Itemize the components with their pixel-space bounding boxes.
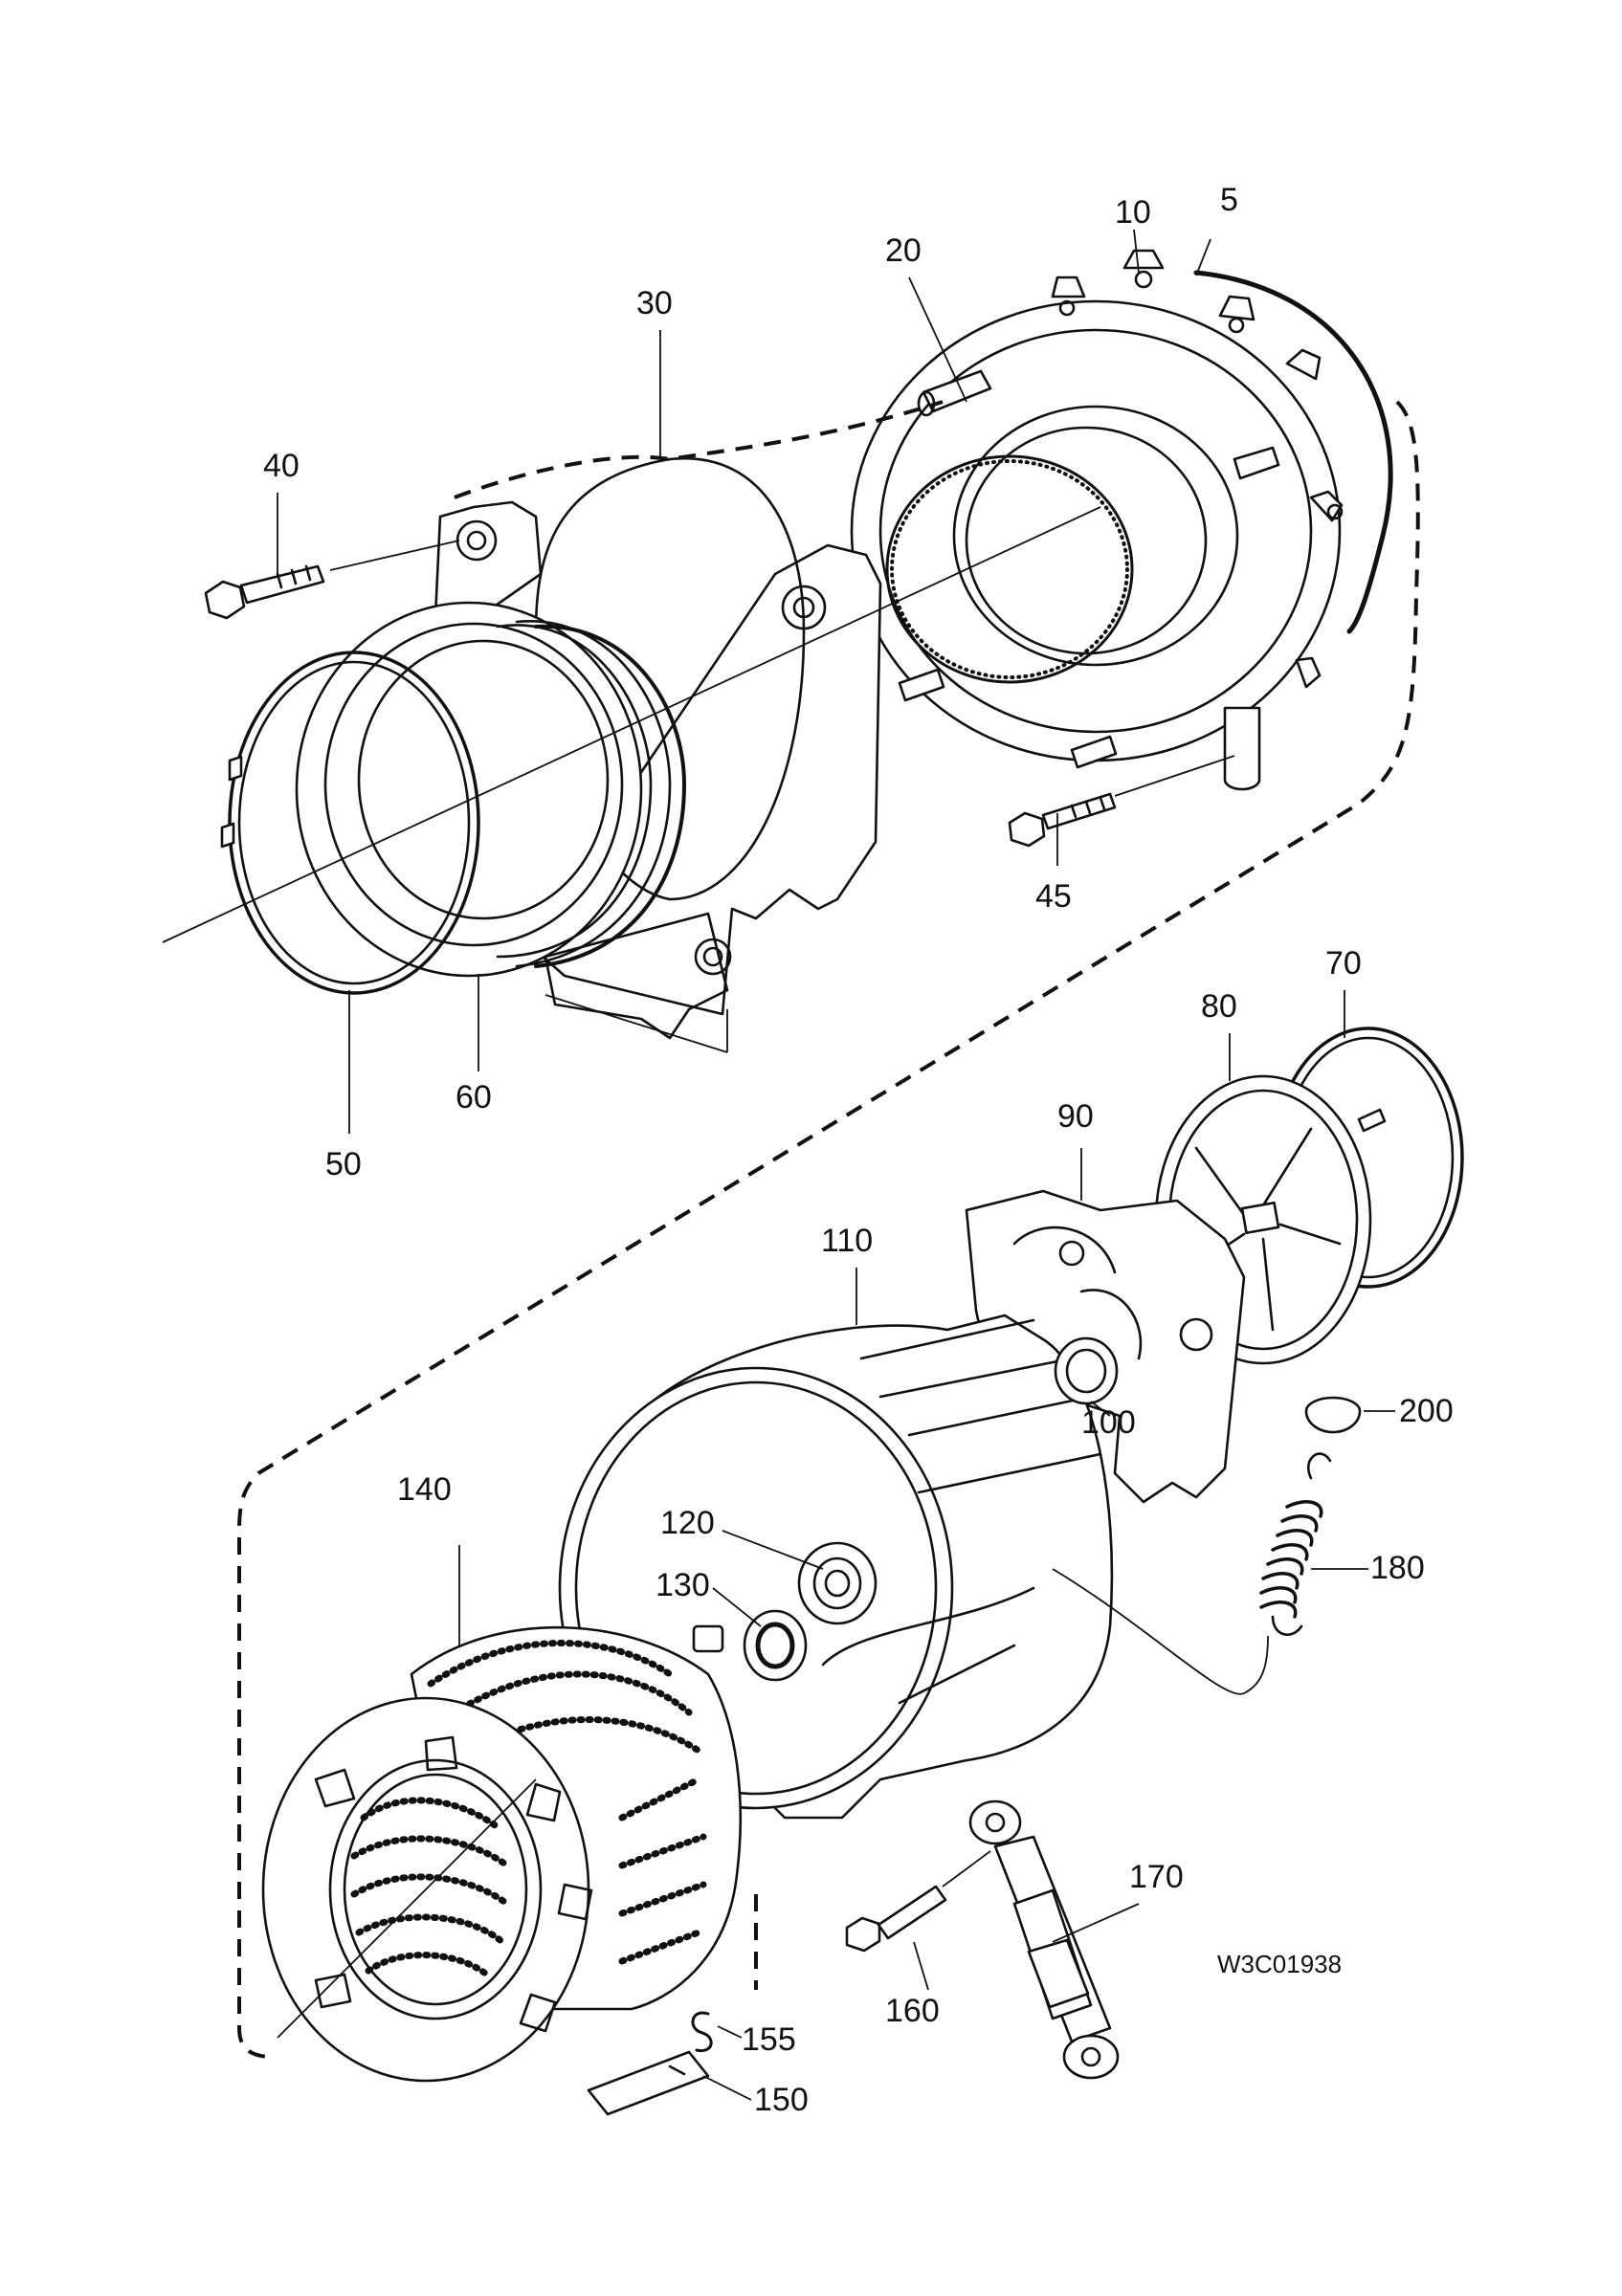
part-10-rear-tub: [850, 249, 1344, 791]
part-120-bearing: [797, 1541, 878, 1625]
callout-110: 110: [821, 1223, 874, 1259]
callout-45: 45: [1035, 878, 1072, 915]
part-40-screw: [204, 540, 460, 620]
callout-120: 120: [660, 1505, 715, 1541]
callout-70: 70: [1325, 945, 1362, 982]
part-5-seal-arc: [1193, 270, 1393, 634]
part-200-cap: [1304, 1396, 1362, 1434]
part-180-spring: [1259, 1452, 1332, 1636]
callout-130: 130: [655, 1567, 710, 1603]
callout-50: 50: [325, 1146, 362, 1182]
callout-100: 100: [1081, 1404, 1136, 1441]
callout-155: 155: [742, 2021, 796, 2058]
part-150-pad: [587, 2050, 710, 2116]
part-20-ring: [885, 454, 1134, 684]
part-140-drum: [261, 1624, 743, 2083]
callout-10: 10: [1115, 194, 1151, 231]
callout-20: 20: [885, 232, 922, 269]
part-50-clamp-ring: [220, 651, 480, 995]
part-130-seal: [743, 1609, 808, 1682]
part-45-screw: [1008, 755, 1235, 848]
leader-lines: [277, 229, 1395, 2101]
part-160-bolt: [845, 1850, 991, 1953]
callout-180: 180: [1370, 1550, 1425, 1586]
drawing-reference: W3C01938: [1217, 1950, 1343, 1978]
part-155-clip: [691, 2011, 713, 2053]
part-30-front-tub: [433, 400, 944, 1053]
callout-80: 80: [1201, 988, 1237, 1025]
callout-90: 90: [1057, 1098, 1094, 1135]
callout-170: 170: [1129, 1859, 1184, 1895]
part-60-front-collar: [295, 601, 686, 978]
callout-30: 30: [636, 285, 673, 321]
part-100-bearing: [1054, 1336, 1119, 1405]
callout-40: 40: [263, 448, 300, 484]
callout-150: 150: [754, 2082, 809, 2118]
part-170-shock-absorber: [968, 1799, 1120, 2080]
callout-200: 200: [1399, 1393, 1454, 1429]
callout-140: 140: [397, 1471, 452, 1508]
callout-160: 160: [885, 1993, 940, 2029]
callout-5: 5: [1220, 182, 1238, 218]
callout-60: 60: [455, 1079, 492, 1115]
